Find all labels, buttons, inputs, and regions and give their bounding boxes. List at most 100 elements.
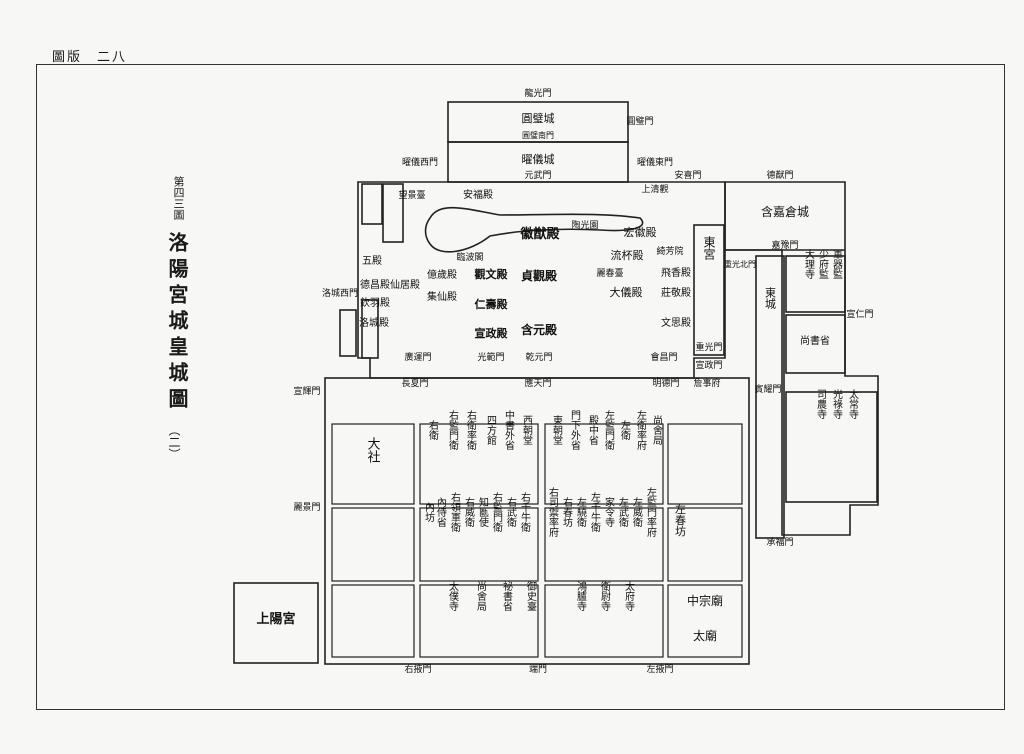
gate-xuanwu: 元武門 <box>524 169 551 181</box>
map-title: 洛陽宮城皇城圖 <box>165 232 189 414</box>
gate-chengfu: 承福門 <box>766 536 793 548</box>
gate-mingde: 明德門 <box>652 377 679 389</box>
hall-xianju: 仙居殿 <box>390 278 420 291</box>
hall-taoguang: 陶光園 <box>571 219 598 231</box>
imperial-city-wall <box>324 377 750 665</box>
gate-huichang: 會昌門 <box>650 351 677 363</box>
office-taifu: 太府寺 <box>623 580 635 611</box>
dashe-label: 大社 <box>365 437 381 463</box>
shangyang-wall <box>233 582 319 664</box>
figure-label: 第四三圖 <box>170 176 196 220</box>
office-shangshe2: 尚舍局 <box>475 580 487 612</box>
gate-changxia: 長夏門 <box>401 378 428 389</box>
gate-yingtian: 應天門 <box>524 377 551 389</box>
office-zuowei: 左衛 <box>619 419 631 441</box>
gate-jiajin: 嘉豫門 <box>771 239 798 251</box>
hall-lichun: 麗春臺 <box>596 267 623 279</box>
gate-zhanshi: 詹事府 <box>693 377 720 389</box>
hall-zhenguan: 貞觀殿 <box>521 268 558 283</box>
gate-guangyun: 廣運門 <box>404 351 431 363</box>
office-mishu: 祕書省 <box>501 581 513 612</box>
gate-duanmen: 端門 <box>529 663 547 675</box>
office-shangshe: 尚舍局 <box>651 414 663 446</box>
gate-lijing: 麗景門 <box>293 502 320 513</box>
office-zuoxiaowei: 左驍衛 <box>575 496 587 528</box>
office-youwei: 右衛 <box>427 419 439 441</box>
hall-wu: 五殿 <box>362 255 382 267</box>
office-honglu: 鴻臚寺 <box>575 580 587 611</box>
yaoyi-label: 曜儀城 <box>522 152 555 166</box>
office-zuowei2: 左威衛 <box>631 496 643 528</box>
taimiao-label: 太廟 <box>693 628 717 643</box>
office-sifangguan: 四方館 <box>485 415 497 446</box>
gate-shangqing: 上清觀 <box>641 183 668 195</box>
gate-longguang: 龍光門 <box>524 87 551 99</box>
hall-luocheng: 洛城殿 <box>359 316 389 329</box>
hall-guanwen: 觀文殿 <box>475 267 509 281</box>
office-guanglu: 光祿寺 <box>831 388 843 419</box>
office-yousiyu: 右司禦率府 <box>547 486 559 538</box>
gate-yuanbinan: 圓璧南門 <box>522 130 554 140</box>
map-title-part: （二） <box>167 424 181 460</box>
hall-hongwei: 宏徽殿 <box>624 225 657 239</box>
gate-deyou: 德猷門 <box>766 169 793 181</box>
hall-dejing: 德昌殿 <box>360 278 390 291</box>
office-zhongshuwai: 中書外省 <box>503 409 515 451</box>
gate-qianyuan: 乾元門 <box>525 351 552 363</box>
office-sinong: 司農寺 <box>815 389 827 419</box>
yangcheng-box <box>339 309 357 357</box>
shangyang-label: 上陽宮 <box>256 611 295 627</box>
office-youlingjun: 右領軍衛 <box>449 491 461 533</box>
gate-chongguang: 重光門 <box>695 341 722 353</box>
office-youwuwei: 右威衛 <box>463 496 475 528</box>
office-neishi: 內侍省 <box>435 497 447 528</box>
office-dongchaotang: 東朝堂 <box>551 414 563 445</box>
office-youqianniu: 右監門衛 <box>491 491 503 533</box>
hall-jixian: 集仙殿 <box>427 290 457 303</box>
hall-qiaofang: 綺芳院 <box>656 245 683 257</box>
guanxiang-box <box>382 183 404 243</box>
zhongzong-label: 中宗廟 <box>687 593 723 608</box>
hall-yiyi: 億歲殿 <box>427 268 457 281</box>
office-jialing: 家令寺 <box>603 496 615 527</box>
plate-number: 圖版 二八 <box>52 50 128 65</box>
office-yushitai: 御史臺 <box>525 580 537 611</box>
office-dianzhong: 殿中省 <box>587 415 599 446</box>
hall-zhuangjing: 莊敬殿 <box>661 286 691 299</box>
office-youchunfang: 右春坊 <box>561 496 573 528</box>
map-frame <box>36 64 1005 710</box>
office-xichaotang: 西朝堂 <box>521 415 533 445</box>
office-neifang: 內坊 <box>423 502 435 523</box>
hall-anfu: 安福殿 <box>463 188 493 201</box>
hall-dayi: 大儀殿 <box>610 285 643 299</box>
hall-linbo: 臨波閣 <box>456 251 483 263</box>
hanjia-east-wall <box>724 181 879 536</box>
office-zuojianmenlv: 左監門率府 <box>645 486 657 538</box>
gate-yaoyidong: 曜儀東門 <box>637 156 673 168</box>
office-youjianmen: 右監門衛 <box>447 409 459 451</box>
zuochun-label: 左春坊 <box>674 503 687 536</box>
donggong-wall <box>693 224 725 356</box>
office-zuoweilv: 左衛率府 <box>635 409 647 451</box>
figure-number: 第四三圖 <box>172 176 185 220</box>
hall-qinyu: 欽羽殿 <box>360 296 390 309</box>
hall-liubei: 流杯殿 <box>611 248 644 262</box>
gate-xuanhui: 宣輝門 <box>293 385 320 397</box>
office-dali: 大理寺 <box>803 248 815 279</box>
office-taipu: 太僕寺 <box>447 580 459 611</box>
gate-luochengxi: 洛城西門 <box>322 287 358 299</box>
gate-yuanbi: 圓璧門 <box>626 115 653 127</box>
office-zuojianmen: 左監門衛 <box>603 409 615 451</box>
office-zuoqianniu: 左千牛衛 <box>589 491 601 533</box>
office-zuowuwei: 左武衛 <box>617 496 629 528</box>
office-weiwei: 衛尉寺 <box>599 580 611 611</box>
office-youweilv: 右衛率衛 <box>465 409 477 451</box>
hall-wensi: 文思殿 <box>661 316 691 329</box>
donggong-label: 東宮 <box>702 236 716 260</box>
yuanbi-label: 圓璧城 <box>522 111 555 125</box>
hanjia-label: 含嘉倉城 <box>761 204 809 219</box>
office-shangshu: 尚書省 <box>800 334 830 347</box>
office-zhikuang: 知匭使 <box>477 496 489 528</box>
gate-xuanren: 宣仁門 <box>846 308 873 320</box>
